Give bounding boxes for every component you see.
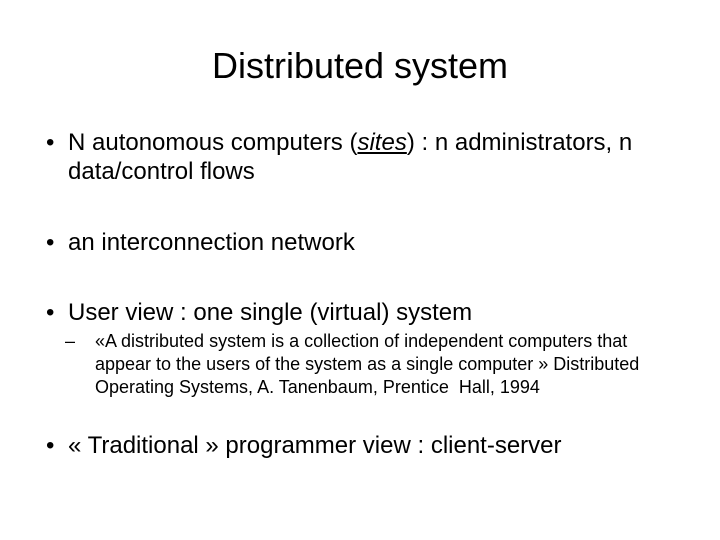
dash-marker-icon: – <box>65 331 76 351</box>
bullet-1-emphasis-term: sites <box>357 129 407 156</box>
bullet-text: N autonomous computers (sites) : n admin… <box>68 128 648 186</box>
bullet-1-prefix: N autonomous computers ( <box>68 129 358 156</box>
bullet-text: an interconnection network <box>68 229 355 256</box>
bullet-marker-icon: • <box>46 432 55 459</box>
bullet-marker-icon: • <box>46 299 55 326</box>
quote-lines: «A distributed system is a collection of… <box>95 330 639 399</box>
bullet-marker-icon: • <box>46 229 55 256</box>
quote-line: «A distributed system is a collection of… <box>95 331 628 351</box>
bullet-text: « Traditional » programmer view : client… <box>68 432 562 459</box>
bullet-text: User view : one single (virtual) system <box>68 299 473 326</box>
quote-line: Operating Systems, A. Tanenbaum, Prentic… <box>95 377 540 397</box>
bullet-marker-icon: • <box>46 129 55 156</box>
slide-title: Distributed system <box>211 45 509 86</box>
quote-line: appear to the users of the system as a s… <box>95 354 640 374</box>
bullet-1-suffix: ) : n administrators, n data/control flo… <box>68 129 633 185</box>
